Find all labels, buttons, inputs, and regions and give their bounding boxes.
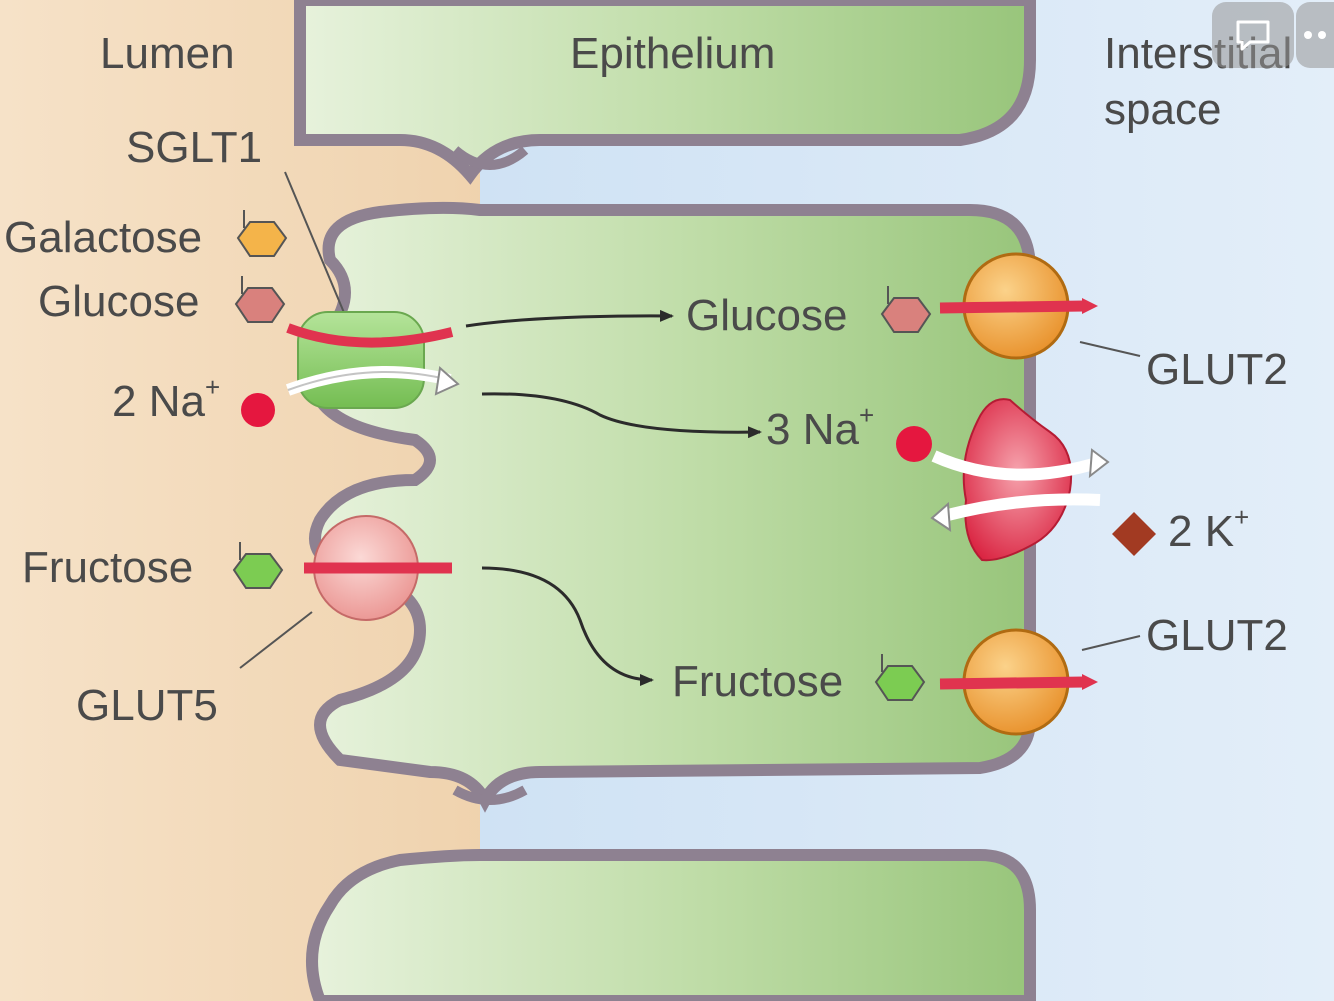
glucose-cell-label: Glucose: [686, 291, 847, 340]
glut2-bottom-transporter: [939, 628, 1098, 736]
galactose-label: Galactose: [4, 213, 202, 262]
glut2-bottom-label: GLUT2: [1146, 611, 1288, 660]
fructose-flow-arrow: [481, 566, 654, 686]
glucose-lumen-label: Glucose: [38, 277, 199, 326]
sodium-lumen-label: 2 Na+: [112, 372, 220, 426]
tight-junction-top: [451, 146, 529, 170]
more-icon: [1304, 31, 1326, 39]
potassium-label: 2 K+: [1168, 502, 1249, 556]
sglt1-transporter: [285, 311, 460, 409]
sodium-cell-charge: +: [859, 400, 874, 430]
galactose-molecule: [236, 210, 288, 257]
fructose-lumen-molecule: [232, 542, 284, 589]
glut5-leader: [239, 611, 313, 669]
sodium-cell-ion: [896, 426, 932, 462]
sodium-lumen-text: 2 Na: [112, 377, 205, 426]
lumen-label: Lumen: [100, 29, 235, 78]
comment-button[interactable]: [1212, 2, 1294, 68]
fructose-cell-label: Fructose: [672, 657, 843, 706]
glucose-lumen-molecule: [234, 276, 286, 323]
fructose-cell-molecule: [874, 654, 926, 701]
interstitial-label-line2: space: [1104, 85, 1221, 134]
lower-cell: [306, 849, 1036, 1001]
na-k-pump: [930, 398, 1110, 562]
potassium-charge: +: [1234, 502, 1249, 532]
glut5-transporter: [304, 515, 452, 621]
sodium-lumen-ion: [241, 393, 275, 427]
glut2-bottom-leader: [1081, 635, 1141, 651]
sodium-flow-arrow: [481, 392, 762, 439]
comment-icon: [1236, 20, 1270, 51]
middle-cell: [306, 201, 1036, 813]
glut5-label: GLUT5: [76, 681, 218, 730]
glucose-cell-molecule: [880, 286, 932, 333]
sodium-cell-text: 3 Na: [766, 405, 859, 454]
epithelium-label: Epithelium: [570, 29, 775, 78]
epithelial-cells: [294, 0, 1036, 1001]
glut2-top-label: GLUT2: [1146, 345, 1288, 394]
upper-cell: [294, 0, 1036, 185]
glut2-top-leader: [1079, 341, 1141, 357]
sodium-cell-label: 3 Na+: [766, 400, 874, 454]
sglt1-leader: [284, 171, 346, 316]
glut2-top-transporter: [939, 252, 1098, 360]
potassium-text: 2 K: [1168, 507, 1234, 556]
tight-junction-bottom: [452, 785, 528, 805]
sodium-lumen-charge: +: [205, 372, 220, 402]
sglt1-label: SGLT1: [126, 123, 262, 172]
glucose-flow-arrow: [465, 309, 674, 328]
more-button[interactable]: [1296, 2, 1334, 68]
potassium-ion: [1112, 512, 1156, 556]
fructose-lumen-label: Fructose: [22, 543, 193, 592]
